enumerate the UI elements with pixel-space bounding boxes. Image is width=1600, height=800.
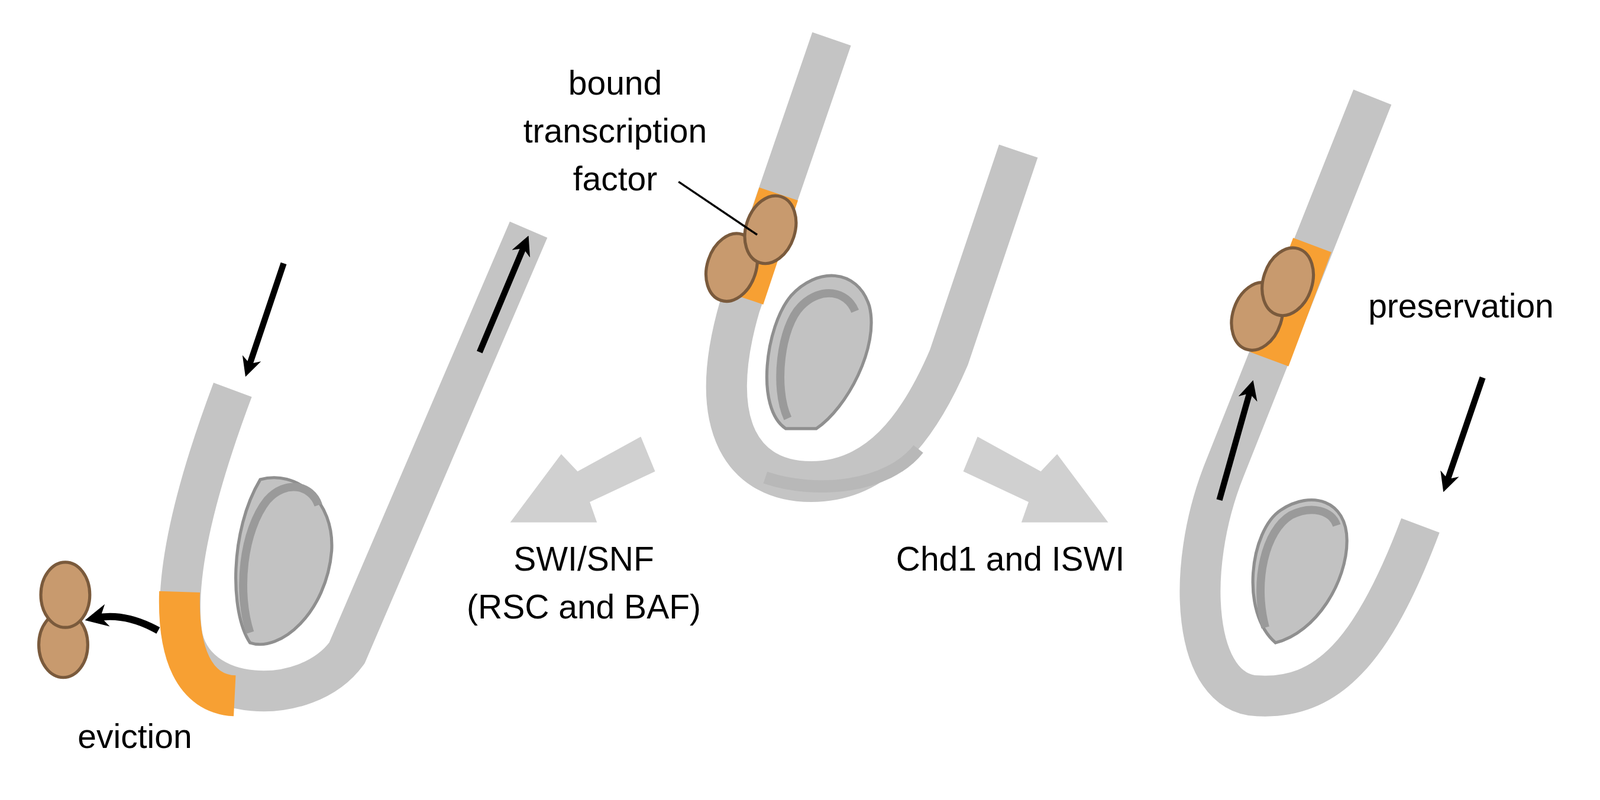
right-nucleosome xyxy=(1200,97,1483,697)
label-line: transcription xyxy=(523,107,707,155)
label-line: factor xyxy=(523,154,707,203)
factor-label: boundtranscriptionfactor xyxy=(523,59,707,203)
outcome-label: preservation xyxy=(1368,282,1554,331)
label-line: bound xyxy=(523,59,707,108)
process-arrow xyxy=(510,437,656,523)
outcome-label: eviction xyxy=(77,712,192,761)
remodeler-label: SWI/SNF(RSC and BAF) xyxy=(466,535,701,632)
label-line: SWI/SNF xyxy=(466,535,701,584)
leader-line xyxy=(678,181,758,235)
center-nucleosome xyxy=(678,39,1018,487)
label-line: (RSC and BAF) xyxy=(466,583,701,632)
process-arrow xyxy=(963,437,1109,523)
remodeler-label: Chd1 and ISWI xyxy=(896,535,1126,584)
left-nucleosome xyxy=(39,229,529,696)
